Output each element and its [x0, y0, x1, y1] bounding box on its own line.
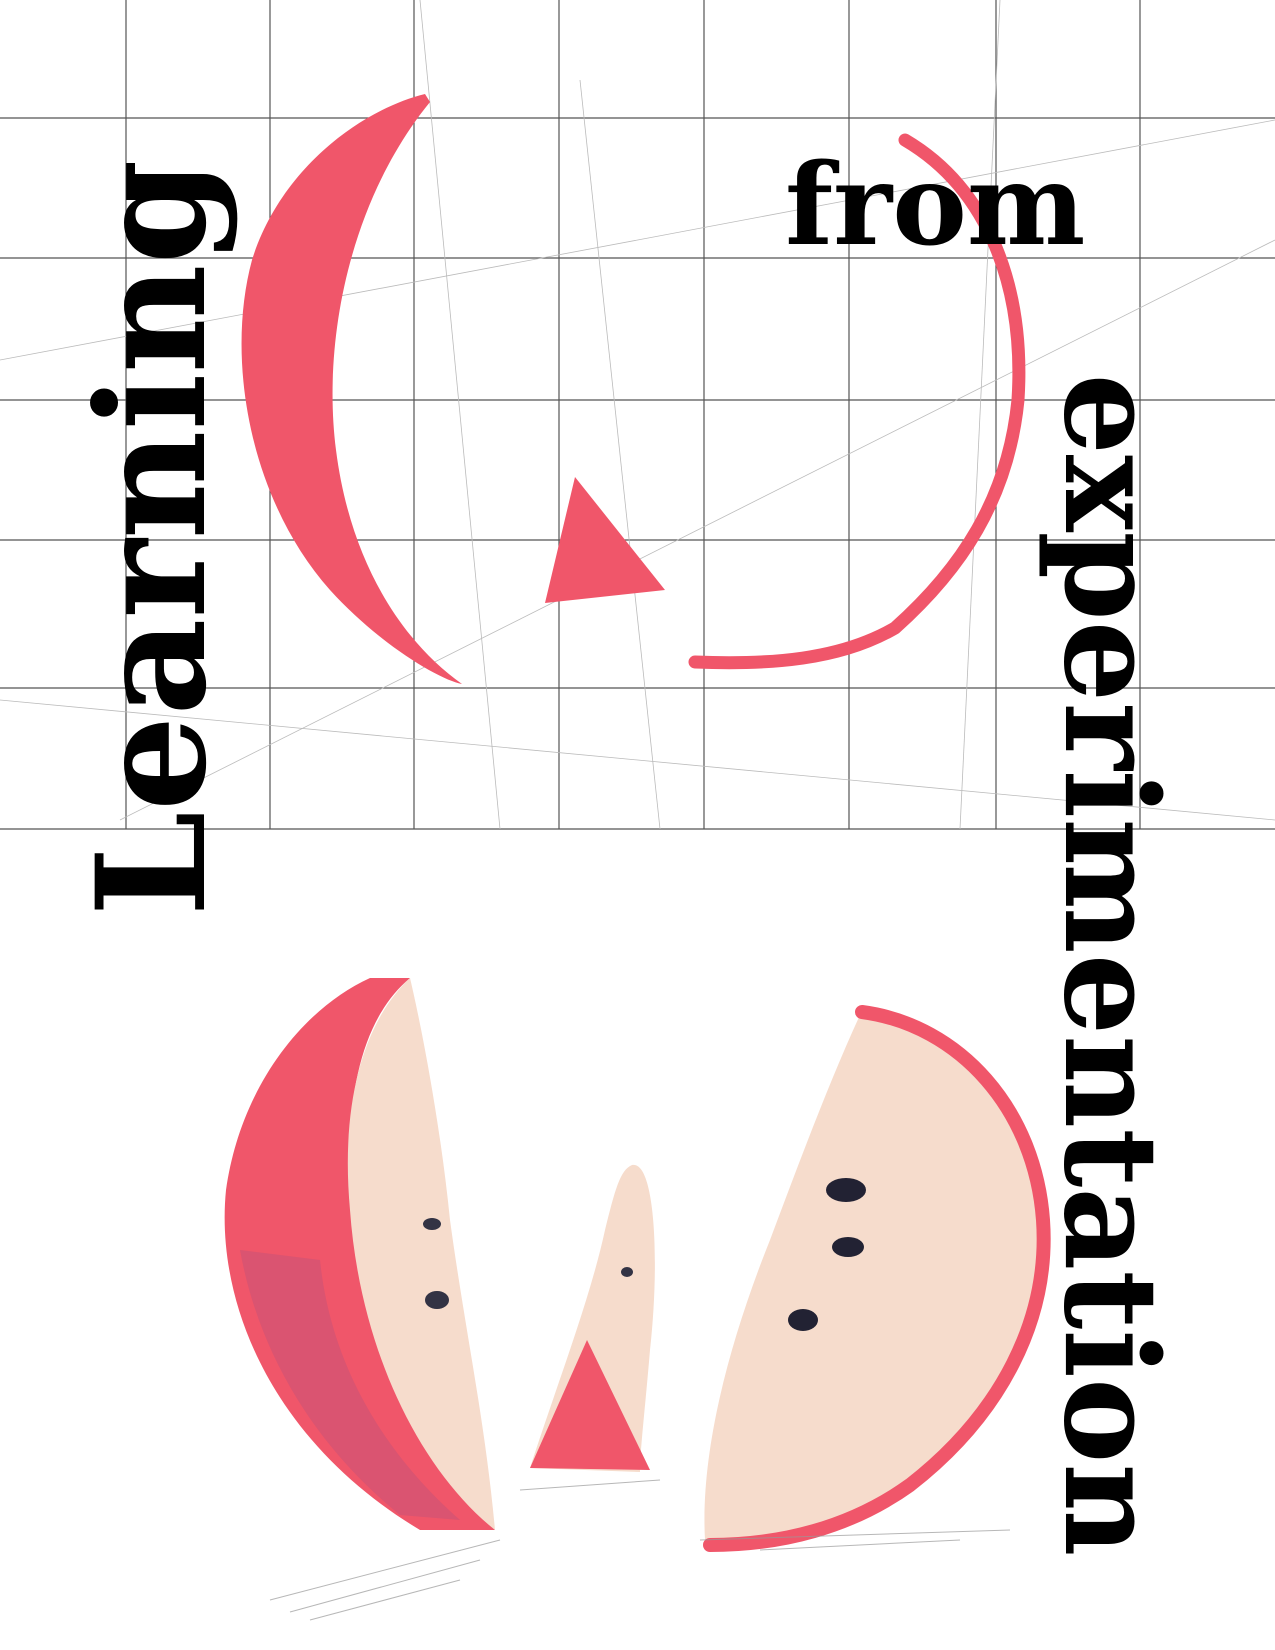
apple-slices: [224, 978, 1051, 1621]
grid-background: [0, 0, 1275, 830]
title-word-learning: Learning: [64, 159, 240, 917]
title-word-from: from: [785, 140, 1086, 271]
middle-apple-wedge: [530, 1164, 655, 1472]
center-triangle: [545, 477, 665, 603]
red-crescent-shapes: [241, 94, 1026, 684]
left-apple-slice: [224, 978, 495, 1530]
right-apple-slice: [703, 1005, 1051, 1552]
left-crescent: [241, 94, 462, 684]
pencil-shadows: [269, 1479, 1011, 1621]
title-word-experimentation: experimentation: [1035, 373, 1185, 1557]
right-arc: [688, 133, 1026, 670]
